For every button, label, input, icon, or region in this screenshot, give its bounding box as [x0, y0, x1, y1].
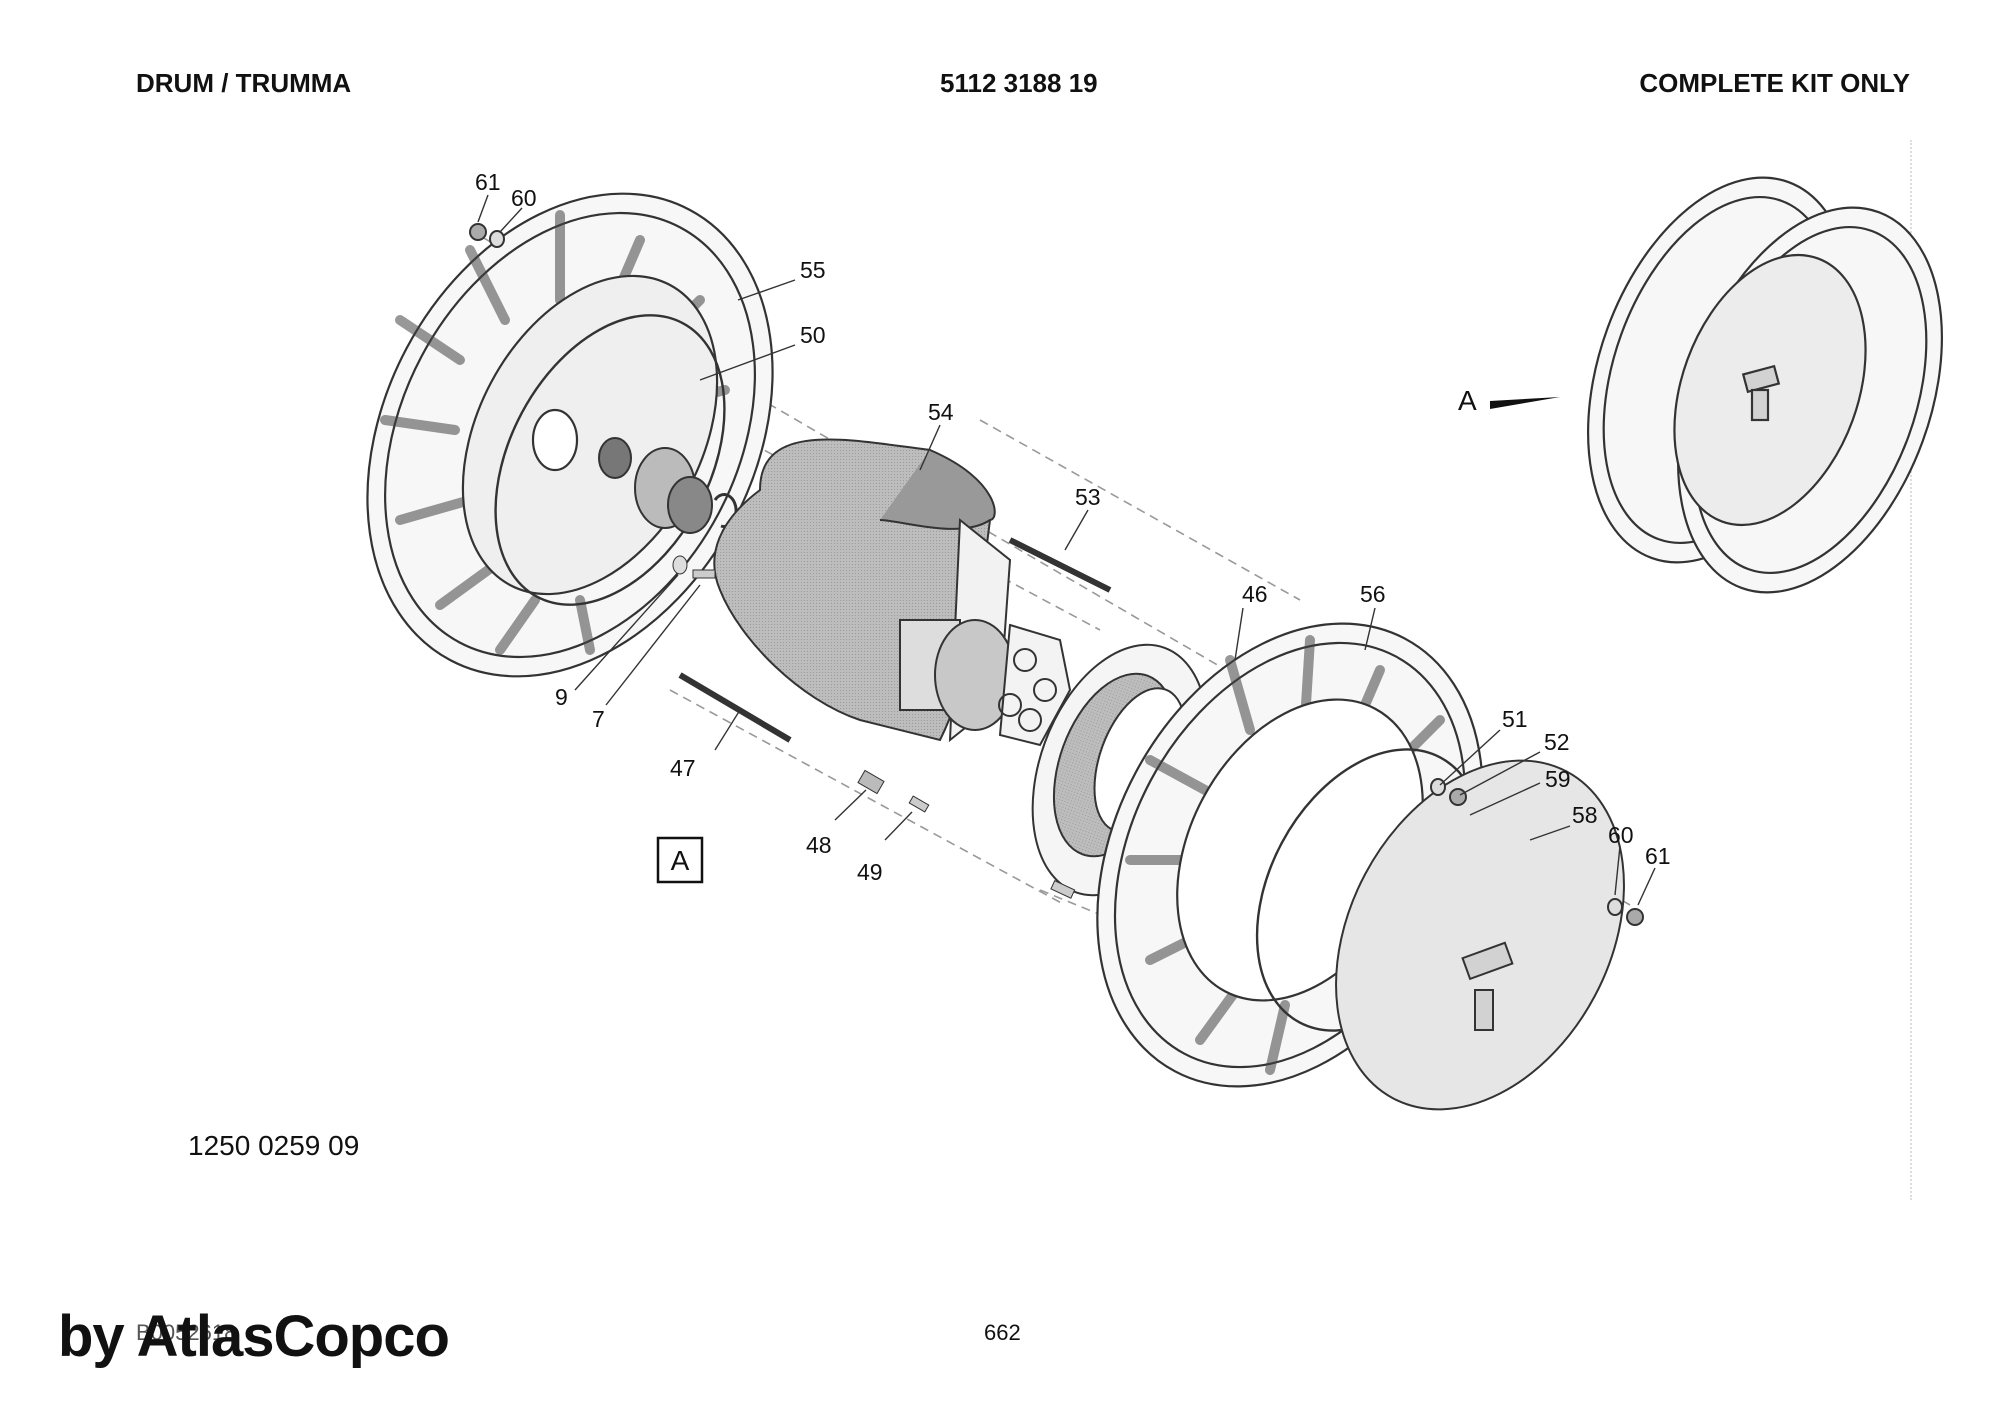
bolt-7 [692, 569, 716, 579]
callout-51: 51 [1502, 706, 1528, 732]
kit-note: COMPLETE KIT ONLY [1639, 68, 1910, 98]
callout-59: 59 [1545, 766, 1571, 792]
hub-assembly [598, 437, 738, 534]
kit-part-number: 1250 0259 09 [188, 1130, 360, 1161]
callout-9: 9 [555, 684, 568, 710]
document-code: B0052618 [136, 1320, 237, 1345]
callout-53: 53 [1075, 484, 1101, 510]
callout-55: 55 [800, 257, 826, 283]
assembled-view-inset [1587, 176, 1943, 594]
fasteners-top-left [469, 223, 505, 248]
fasteners-bottom-right [1430, 778, 1644, 926]
callout-47: 47 [670, 755, 696, 781]
callout-50: 50 [800, 322, 826, 348]
washer-9 [672, 555, 688, 575]
callout-61-bottom: 61 [1645, 843, 1671, 869]
callout-60-top: 60 [511, 185, 537, 211]
page-number: 662 [984, 1320, 1021, 1345]
callout-60-bottom: 60 [1608, 822, 1634, 848]
view-a-box [656, 836, 704, 884]
callout-58: 58 [1572, 802, 1598, 828]
page-edge-line [1910, 140, 1912, 1200]
watermark: by AtlasCopco [58, 1304, 450, 1369]
rod-47 [678, 672, 792, 743]
bolt-lower [1050, 880, 1076, 899]
callout-56: 56 [1360, 581, 1386, 607]
callout-52: 52 [1544, 729, 1570, 755]
view-a-box-label: A [671, 845, 690, 876]
callout-49: 49 [857, 859, 883, 885]
callout-46: 46 [1242, 581, 1268, 607]
spacer-48 [857, 769, 885, 795]
view-arrow [1490, 397, 1560, 409]
shaft-53 [1008, 537, 1112, 593]
drawing-number: 5112 3188 19 [940, 68, 1098, 98]
callout-48: 48 [806, 832, 832, 858]
leader-lines [477, 194, 1656, 906]
view-arrow-label: A [1458, 385, 1477, 416]
drawing-title: DRUM / TRUMMA [136, 68, 352, 98]
callout-61-top: 61 [475, 169, 501, 195]
callout-7: 7 [592, 706, 605, 732]
callout-54: 54 [928, 399, 954, 425]
cover-plate [1335, 759, 1625, 1111]
swivel-unit [899, 619, 1072, 747]
screw-49 [908, 795, 930, 813]
